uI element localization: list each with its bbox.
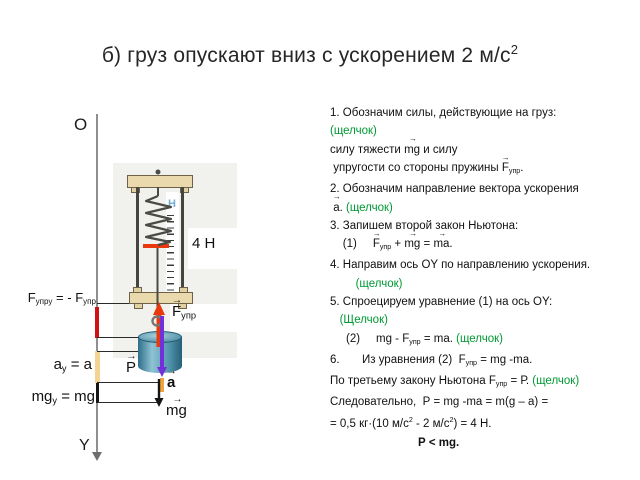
solution-line: (Щелчок): [339, 314, 388, 327]
solution-line: По третьему закону Ньютона Fупр = Р. (ще…: [330, 374, 580, 388]
slide-title: б) груз опускают вниз с ускорением 2 м/с…: [101, 42, 519, 67]
axis-segment-mg-projection: [96, 383, 99, 403]
force-label-p: Р: [126, 359, 136, 376]
solution-line: 2. Обозначим направление вектора ускорен…: [330, 183, 579, 196]
dynamometer-left-rod: [136, 187, 139, 293]
axis-origin-label: О: [74, 115, 88, 134]
projection-equation-a: ау = а: [53, 356, 92, 374]
solution-line: (1) Fупр + mg = ma.: [330, 235, 638, 256]
projection-line: [97, 337, 151, 338]
dynamometer-top-bar: [127, 175, 193, 188]
dynamometer-foot: [131, 187, 140, 193]
scale-ticks: [167, 215, 174, 293]
projection-line: [97, 303, 157, 304]
solution-line: Следовательно, Р = mg -ma = m(g – a) =: [330, 396, 549, 409]
scale-indicator: [143, 244, 169, 248]
solution-line: (2) mg - Fупр = ma. (щелчок): [330, 332, 504, 346]
solution-line: (щелчок): [330, 125, 377, 138]
projection-equation-fupr: Fупру = - Fупр: [27, 290, 96, 306]
axis-segment-a-projection: [95, 351, 100, 383]
force-label-mg: mg: [166, 402, 187, 419]
solution-line: силу тяжести mg и силу: [330, 141, 638, 159]
y-axis-line: [96, 114, 98, 452]
solution-line: упругости со стороны пружины Fупр.: [330, 159, 638, 180]
y-axis-arrowhead-icon: [92, 452, 102, 461]
solution-line: 4. Направим ось ОY по направлению ускоре…: [330, 259, 591, 272]
dynamometer-foot: [180, 187, 189, 193]
projection-equation-mg: mgу = mg: [31, 388, 95, 406]
projection-line: [97, 402, 157, 403]
force-label-fupr: Fупр: [172, 303, 196, 320]
weight-cylinder-top: [138, 331, 182, 343]
projection-line: [97, 382, 158, 383]
axis-y-label: Y: [79, 437, 90, 454]
acceleration-label: а: [167, 374, 175, 391]
solution-line: 6. Из уравнения (2) Fупр = mg -ma.: [330, 353, 533, 367]
solution-line: 5. Спроецируем уравнение (1) на ось ОY:: [330, 296, 553, 308]
dynamometer-reading: 4 Н: [192, 235, 216, 252]
solution-text: 1. Обозначим силы, действующие на груз: (…: [330, 104, 638, 452]
solution-line: (щелчок): [355, 277, 403, 290]
solution-line: а. (щелчок): [330, 199, 638, 217]
dynamometer-right-rod: [181, 187, 184, 293]
axis-segment-fupr-projection: [95, 307, 99, 338]
solution-line: 3. Запишем второй закон Ньютона:: [330, 219, 519, 232]
solution-line: = 0,5 кг·(10 м/с2 - 2 м/с2) = 4 Н.: [330, 416, 492, 431]
reading-background: [188, 228, 238, 269]
dynamometer-foot: [134, 303, 143, 309]
scale-unit-label: Н: [168, 198, 176, 210]
solution-line: 1. Обозначим силы, действующие на груз:: [330, 107, 557, 119]
projection-line: [97, 351, 143, 352]
solution-line: Р < mg.: [418, 436, 460, 449]
